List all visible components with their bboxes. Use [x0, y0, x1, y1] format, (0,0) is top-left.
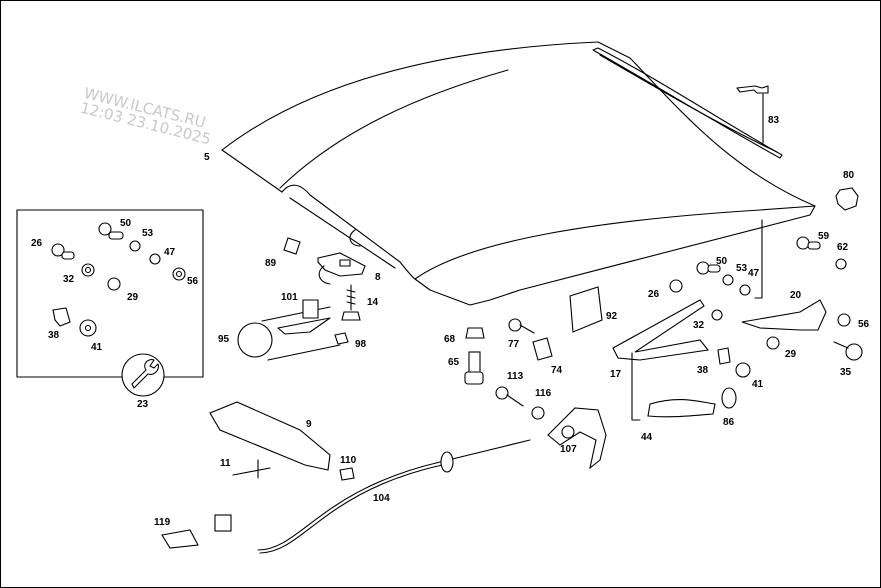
release-handle[interactable] — [209, 401, 331, 471]
callout-kit-50[interactable]: 50 — [120, 218, 132, 229]
callout-104[interactable]: 104 — [373, 493, 390, 504]
callout-9[interactable]: 9 — [306, 419, 312, 430]
seal-strip[interactable] — [592, 47, 783, 159]
callout-44[interactable]: 44 — [641, 432, 653, 443]
hood-panel[interactable] — [221, 41, 816, 306]
hinge-assembly[interactable] — [612, 236, 863, 421]
callout-kit-38[interactable]: 38 — [48, 330, 60, 341]
kit-parts-left — [51, 222, 186, 337]
callout-r-41[interactable]: 41 — [752, 379, 764, 390]
striker-plate[interactable] — [317, 252, 366, 277]
callout-65[interactable]: 65 — [448, 357, 460, 368]
callout-r-29[interactable]: 29 — [785, 349, 797, 360]
callout-74[interactable]: 74 — [551, 365, 563, 376]
wrench-badge[interactable] — [121, 353, 165, 397]
release-cable[interactable] — [257, 439, 531, 551]
callout-20[interactable]: 20 — [790, 290, 802, 301]
callout-86[interactable]: 86 — [723, 417, 735, 428]
callout-89[interactable]: 89 — [265, 258, 277, 269]
callout-kit-29[interactable]: 29 — [127, 292, 139, 303]
buffer-part[interactable] — [835, 187, 859, 211]
callout-kit-56[interactable]: 56 — [187, 276, 199, 287]
callout-119[interactable]: 119 — [154, 517, 171, 528]
callout-r-26[interactable]: 26 — [648, 289, 660, 300]
callout-110[interactable]: 110 — [340, 455, 357, 466]
callout-77[interactable]: 77 — [508, 339, 520, 350]
callout-r-38[interactable]: 38 — [697, 365, 709, 376]
callout-r-32[interactable]: 32 — [693, 320, 705, 331]
callout-113[interactable]: 113 — [507, 371, 524, 382]
callout-8[interactable]: 8 — [375, 272, 381, 283]
wrench-badge-95[interactable] — [237, 322, 273, 358]
callout-hood[interactable]: 5 — [204, 152, 210, 163]
callout-95[interactable]: 95 — [218, 334, 230, 345]
callout-98[interactable]: 98 — [355, 339, 367, 350]
callout-kit-41[interactable]: 41 — [91, 342, 103, 353]
callout-116[interactable]: 116 — [535, 388, 552, 399]
callout-kit-53[interactable]: 53 — [142, 228, 154, 239]
callout-r-56[interactable]: 56 — [858, 319, 870, 330]
kit-box — [16, 209, 204, 378]
callout-r-47[interactable]: 47 — [748, 268, 760, 279]
callout-kit-32[interactable]: 32 — [63, 274, 75, 285]
callout-seal-strip[interactable]: 83 — [768, 115, 780, 126]
callout-kit-47[interactable]: 47 — [164, 247, 176, 258]
callout-buffer[interactable]: 80 — [843, 170, 855, 181]
callout-68[interactable]: 68 — [444, 334, 456, 345]
callout-14[interactable]: 14 — [367, 297, 379, 308]
callout-35[interactable]: 35 — [840, 367, 852, 378]
callout-17[interactable]: 17 — [610, 369, 622, 380]
callout-r-50[interactable]: 50 — [716, 256, 728, 267]
callout-11[interactable]: 11 — [220, 458, 231, 469]
bracket-92[interactable] — [569, 286, 603, 333]
lock-release[interactable] — [547, 407, 607, 470]
callout-kit-26[interactable]: 26 — [31, 238, 43, 249]
callout-101[interactable]: 101 — [281, 292, 298, 303]
callout-59[interactable]: 59 — [818, 231, 830, 242]
callout-107[interactable]: 107 — [560, 444, 577, 455]
callout-92[interactable]: 92 — [606, 311, 618, 322]
callout-62[interactable]: 62 — [837, 242, 849, 253]
callout-kit-23[interactable]: 23 — [137, 399, 149, 410]
callout-r-53[interactable]: 53 — [736, 263, 748, 274]
